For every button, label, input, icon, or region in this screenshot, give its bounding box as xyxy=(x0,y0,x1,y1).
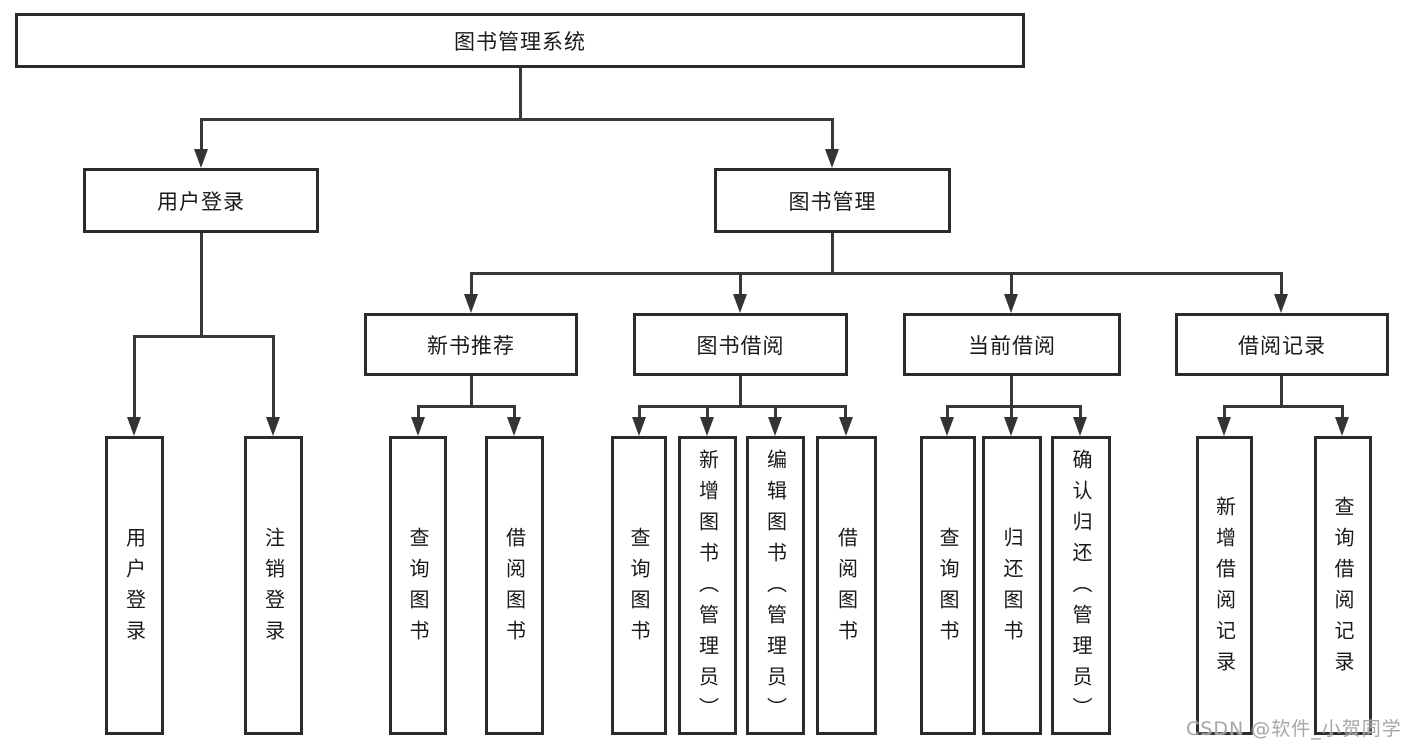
leaf-logout-login: 注销登录 xyxy=(244,436,303,735)
connector-line xyxy=(417,405,516,408)
arrow-down-icon xyxy=(768,417,782,436)
connector-line xyxy=(706,405,709,418)
leaf-query-book-recommend: 查询图书 xyxy=(389,436,447,735)
connector-line xyxy=(1280,376,1283,405)
leaf-query-book-current: 查询图书 xyxy=(920,436,976,735)
arrow-down-icon xyxy=(507,417,521,436)
connector-line xyxy=(638,405,641,418)
connector-line xyxy=(638,405,847,408)
arrow-down-icon xyxy=(700,417,714,436)
connector-line xyxy=(272,335,275,418)
arrow-down-icon xyxy=(839,417,853,436)
leaf-edit-book-admin: 编辑图书（管理员） xyxy=(746,436,805,735)
arrow-down-icon xyxy=(940,417,954,436)
leaf-query-borrow-record: 查询借阅记录 xyxy=(1314,436,1372,735)
arrow-down-icon xyxy=(127,417,141,436)
connector-line xyxy=(417,405,420,418)
connector-line xyxy=(133,335,136,418)
arrow-down-icon xyxy=(266,417,280,436)
connector-line xyxy=(1280,272,1283,295)
node-root: 图书管理系统 xyxy=(15,13,1025,68)
arrow-down-icon xyxy=(194,149,208,168)
arrow-down-icon xyxy=(1217,417,1231,436)
arrow-down-icon xyxy=(464,294,478,313)
connector-line xyxy=(1010,376,1013,405)
arrow-down-icon xyxy=(632,417,646,436)
arrow-down-icon xyxy=(411,417,425,436)
connector-line xyxy=(1079,405,1082,418)
node-borrow-record: 借阅记录 xyxy=(1175,313,1389,376)
connector-line xyxy=(470,376,473,405)
leaf-return-book: 归还图书 xyxy=(982,436,1042,735)
leaf-query-book-borrow: 查询图书 xyxy=(611,436,667,735)
connector-line xyxy=(1010,272,1013,295)
connector-line xyxy=(831,118,834,151)
connector-line xyxy=(519,68,522,118)
connector-line xyxy=(1223,405,1344,408)
connector-line xyxy=(1010,405,1013,418)
leaf-user-login: 用户登录 xyxy=(105,436,164,735)
leaf-add-borrow-record: 新增借阅记录 xyxy=(1196,436,1253,735)
connector-line xyxy=(739,272,742,295)
node-new-book-recommend: 新书推荐 xyxy=(364,313,578,376)
leaf-borrow-book: 借阅图书 xyxy=(816,436,877,735)
connector-line xyxy=(1223,405,1226,418)
arrow-down-icon xyxy=(1073,417,1087,436)
node-user-login: 用户登录 xyxy=(83,168,319,233)
arrow-down-icon xyxy=(733,294,747,313)
connector-line xyxy=(200,118,203,151)
connector-line xyxy=(946,405,949,418)
arrow-down-icon xyxy=(1274,294,1288,313)
connector-line xyxy=(1341,405,1344,418)
connector-line xyxy=(831,233,834,274)
connector-line xyxy=(739,376,742,405)
node-book-management: 图书管理 xyxy=(714,168,951,233)
watermark: CSDN @软件_小贺同学 xyxy=(1186,718,1402,740)
arrow-down-icon xyxy=(1004,417,1018,436)
connector-line xyxy=(200,118,833,121)
connector-line xyxy=(774,405,777,418)
leaf-add-book-admin: 新增图书（管理员） xyxy=(678,436,737,735)
connector-line xyxy=(946,405,1082,408)
arrow-down-icon xyxy=(1335,417,1349,436)
arrow-down-icon xyxy=(825,149,839,168)
node-book-borrow: 图书借阅 xyxy=(633,313,848,376)
leaf-borrow-book-recommend: 借阅图书 xyxy=(485,436,544,735)
connector-line xyxy=(470,272,1283,275)
node-current-borrow: 当前借阅 xyxy=(903,313,1121,376)
connector-line xyxy=(133,335,275,338)
arrow-down-icon xyxy=(1004,294,1018,313)
connector-line xyxy=(200,233,203,336)
connector-line xyxy=(513,405,516,418)
connector-line xyxy=(470,272,473,295)
leaf-confirm-return-admin: 确认归还（管理员） xyxy=(1051,436,1111,735)
connector-line xyxy=(844,405,847,418)
